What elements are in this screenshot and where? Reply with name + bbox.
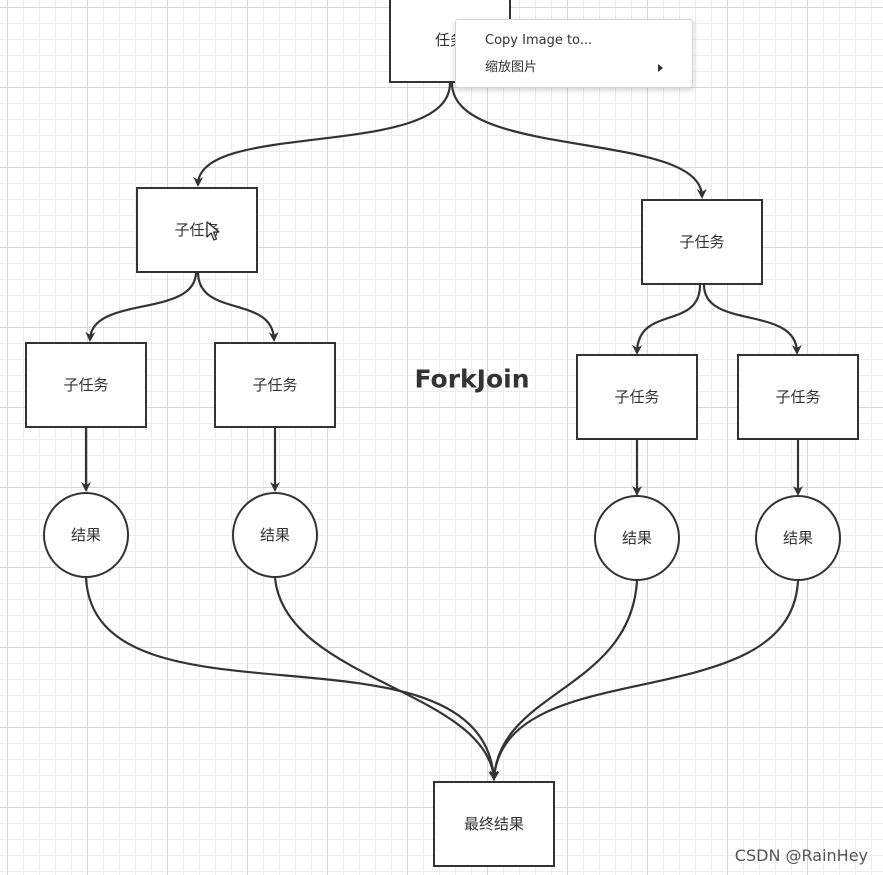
edge-right-subtask-to-child-2 <box>702 284 802 355</box>
nodes <box>25 0 859 867</box>
watermark: CSDN @RainHey <box>734 846 868 865</box>
result-4-circle <box>755 495 841 581</box>
subtask-2-box <box>214 342 336 428</box>
result-3-circle <box>594 495 680 581</box>
menu-item-copy-image[interactable]: Copy Image to... <box>456 27 692 54</box>
final-result-label: 最终结果 <box>464 815 524 833</box>
subtask-4-box <box>737 354 859 440</box>
subtask-left-box <box>136 187 258 273</box>
result-3-label: 结果 <box>622 529 652 547</box>
result-2-circle <box>232 492 318 578</box>
edge-result-2-to-final <box>273 577 499 781</box>
subtask-4-label: 子任务 <box>775 388 820 406</box>
diagram-title: ForkJoin <box>414 365 529 394</box>
subtask-right-box <box>641 199 763 285</box>
subtask-3-label: 子任务 <box>614 388 659 406</box>
subtask-3-box <box>576 354 698 440</box>
chevron-right-icon <box>658 64 663 72</box>
menu-item-zoom-image[interactable]: 缩放图片 <box>456 54 692 81</box>
subtask-1-box <box>25 342 147 428</box>
edge-result-1-to-final <box>84 577 499 781</box>
menu-item-copy-image-label: Copy Image to... <box>485 33 593 48</box>
result-1-circle <box>43 492 129 578</box>
edge-root-to-right-subtask <box>450 82 707 199</box>
context-menu: Copy Image to... 缩放图片 <box>455 19 693 88</box>
subtask-right-label: 子任务 <box>679 233 724 251</box>
menu-item-zoom-image-label: 缩放图片 <box>485 60 538 75</box>
result-1-label: 结果 <box>71 526 101 544</box>
labels: 任务 子任务 子任务 子任务 子任务 子任务 子任务 结果 结果 结果 结果 最… <box>63 31 820 833</box>
subtask-1-label: 子任务 <box>63 376 108 394</box>
edge-result-3-to-final <box>489 580 639 781</box>
connectors <box>81 82 803 781</box>
mouse-cursor-icon <box>206 221 220 241</box>
subtask-2-label: 子任务 <box>252 376 297 394</box>
edge-result-4-to-final <box>489 580 800 781</box>
edge-root-to-left-subtask <box>193 82 452 187</box>
edge-right-subtask-to-child-1 <box>632 284 702 355</box>
result-2-label: 结果 <box>260 526 290 544</box>
edge-left-subtask-to-child-2 <box>196 271 279 342</box>
result-4-label: 结果 <box>783 529 813 547</box>
final-result-box <box>433 781 555 867</box>
edge-left-subtask-to-child-1 <box>85 271 198 342</box>
